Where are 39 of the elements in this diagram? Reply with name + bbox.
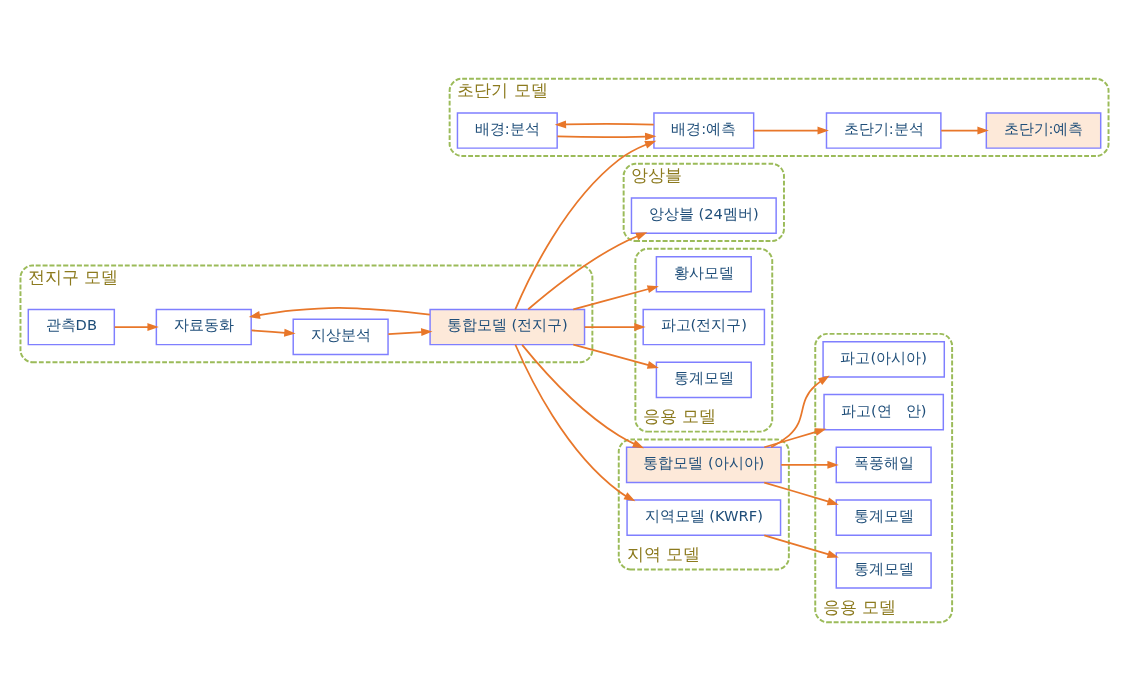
node-box: 배경:예측: [653, 111, 755, 149]
node-box: 통합모델 (아시아): [625, 446, 782, 483]
node-box: 배경:분석: [456, 111, 558, 149]
node-box: 파고(전지구): [642, 308, 766, 345]
node-box: 파고(아시아): [822, 340, 946, 378]
node-box: 지상분석: [292, 318, 389, 355]
node-box: 초단기:예측: [985, 111, 1102, 149]
node-box: 통계모델: [835, 498, 932, 536]
arrow: [556, 132, 657, 141]
node-box: 통합모델 (전지구): [429, 308, 586, 345]
node-box: 통계모델: [655, 361, 752, 398]
node-box: 파고(연 안): [823, 393, 945, 430]
arrow: [527, 231, 648, 310]
arrow: [753, 126, 829, 135]
arrow: [940, 126, 989, 135]
arrow: [250, 328, 296, 337]
arrow: [780, 460, 839, 469]
arrow: [514, 343, 636, 501]
arrow: [572, 343, 659, 369]
node-box: 관측DB: [27, 308, 116, 345]
node-box: 자료동화: [155, 308, 252, 345]
node-box: 앙상블 (24멤버): [630, 196, 777, 234]
arrow: [514, 140, 657, 310]
node-box: 황사모델: [655, 255, 752, 293]
arrow: [763, 481, 839, 505]
node-box: 폭풍해일: [835, 446, 932, 483]
arrow: [572, 284, 659, 310]
node-box: 초단기:분석: [825, 111, 942, 149]
arrow: [763, 427, 827, 448]
arrow: [763, 533, 839, 558]
node-box: 통계모델: [835, 551, 932, 589]
arrow: [387, 327, 433, 336]
arrow: [770, 375, 830, 448]
arrow: [554, 119, 655, 128]
arrow: [113, 322, 159, 331]
arrow: [583, 322, 646, 331]
arrow: [248, 306, 431, 319]
node-box: 지역모델 (KWRF): [626, 498, 782, 536]
arrow: [521, 343, 645, 448]
